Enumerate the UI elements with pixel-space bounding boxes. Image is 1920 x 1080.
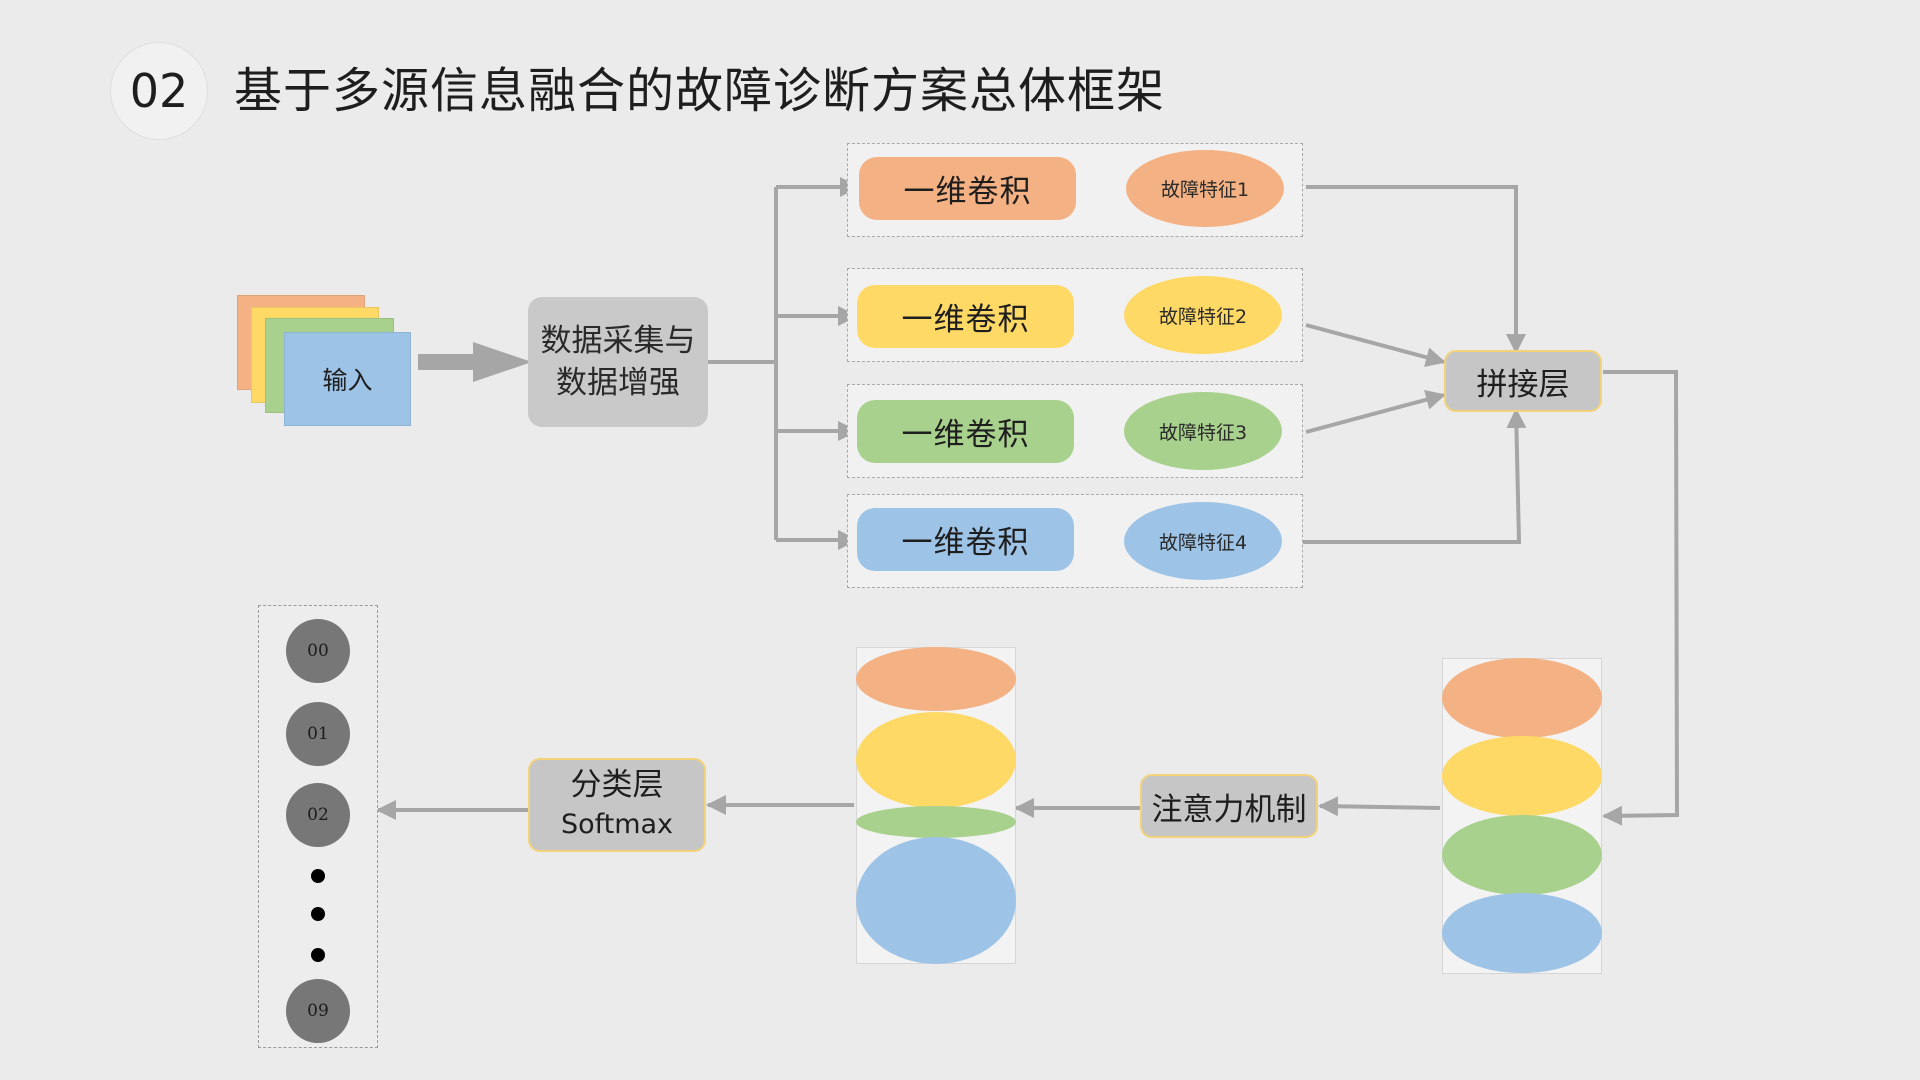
classifier-box: 分类层 Softmax	[528, 758, 706, 852]
conv-block-3: 一维卷积	[857, 400, 1074, 463]
output-circle-02: 02	[286, 783, 350, 847]
stack-ellipse-orange	[1442, 658, 1602, 738]
input-arrow	[418, 342, 532, 382]
concat-layer-box: 拼接层	[1444, 350, 1602, 412]
connector-feature-2-to-concat	[1305, 323, 1446, 367]
conv-block-1: 一维卷积	[859, 157, 1076, 220]
attention-box: 注意力机制	[1140, 774, 1318, 838]
ellipsis-dot-2	[311, 907, 325, 921]
feature-ellipse-4: 故障特征4	[1124, 502, 1282, 580]
output-circle-09: 09	[286, 979, 350, 1043]
connector-feature-3-to-concat	[1305, 390, 1446, 434]
output-circle-00: 00	[286, 619, 350, 683]
weighted-ellipse-orange	[856, 647, 1016, 711]
connector-feature-4-to-concat	[1282, 408, 1527, 544]
feature-ellipse-1: 故障特征1	[1126, 150, 1284, 227]
weighted-ellipse-green	[856, 806, 1016, 838]
section-number-badge: 02	[110, 42, 208, 140]
ellipsis-dot-3	[311, 948, 325, 962]
input-card-blue: 输入	[284, 332, 411, 426]
connector-stack-to-attention	[1318, 796, 1441, 817]
output-circle-01: 01	[286, 702, 350, 766]
conv-block-2: 一维卷积	[857, 285, 1074, 348]
weighted-ellipse-yellow	[856, 712, 1016, 808]
classifier-line-2: Softmax	[560, 809, 674, 840]
input-label: 输入	[322, 366, 373, 395]
weighted-ellipse-blue	[856, 837, 1016, 964]
preprocess-line-1: 数据采集与	[540, 323, 696, 359]
preprocess-line-2: 数据增强	[556, 365, 680, 401]
connector-feature-1-to-concat	[1306, 185, 1526, 354]
stack-ellipse-yellow	[1442, 736, 1602, 816]
feature-ellipse-2: 故障特征2	[1124, 276, 1282, 354]
page-title: 基于多源信息融合的故障诊断方案总体框架	[234, 63, 1166, 119]
feature-ellipse-3: 故障特征3	[1124, 392, 1282, 470]
classifier-line-1: 分类层	[570, 767, 664, 803]
stack-ellipse-green	[1442, 815, 1602, 895]
stack-ellipse-blue	[1442, 893, 1602, 973]
ellipsis-dot-1	[311, 869, 325, 883]
conv-block-4: 一维卷积	[857, 508, 1074, 571]
connector-concat-to-stack	[1602, 370, 1680, 826]
preprocess-box: 数据采集与 数据增强	[528, 297, 708, 427]
